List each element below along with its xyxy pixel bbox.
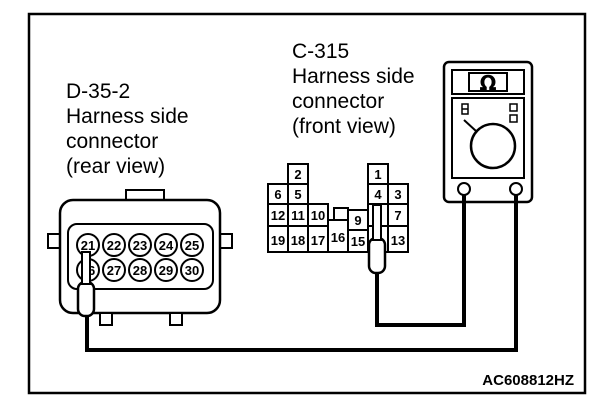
right-connector-pin-labels: 2 6 5 12 11 10 19 18 17 16 9 15 1 4 3 7 … — [271, 167, 405, 249]
pin-label: 4 — [374, 187, 382, 202]
pin-label: 11 — [291, 208, 305, 223]
right-connector-label-line2: Harness side — [292, 65, 415, 88]
pin-label: 24 — [159, 238, 174, 253]
pin-label: 23 — [133, 238, 147, 253]
left-probe-icon — [76, 251, 96, 318]
pin-label: 9 — [354, 213, 361, 228]
pin-label: 28 — [133, 263, 147, 278]
pin-label: 19 — [271, 233, 285, 248]
pin-label: 10 — [311, 208, 325, 223]
left-connector-id: D-35-2 — [66, 80, 130, 103]
left-connector: 21 22 23 24 25 26 27 28 29 30 — [47, 189, 233, 326]
pin-label: 18 — [291, 233, 305, 248]
meter-unit-symbol: Ω — [479, 71, 496, 95]
pin-label: 16 — [331, 230, 345, 245]
pin-label: 5 — [294, 187, 301, 202]
left-connector-label-line4: (rear view) — [66, 155, 165, 178]
test-leads — [85, 195, 518, 352]
pin-label: 17 — [311, 233, 325, 248]
pin-label: 1 — [374, 167, 381, 182]
pin-label: 7 — [394, 208, 401, 223]
pin-label: 15 — [351, 234, 365, 249]
pin-label: 30 — [185, 263, 199, 278]
diagram-frame — [27, 12, 587, 395]
pin-label: 22 — [107, 238, 121, 253]
left-connector-label-line2: Harness side — [66, 105, 189, 128]
figure-code: AC608812HZ — [482, 372, 574, 389]
right-connector-label-line4: (front view) — [292, 115, 396, 138]
pin-label: 21 — [81, 238, 95, 253]
pin-label: 13 — [391, 233, 405, 248]
pin-label: 25 — [185, 238, 199, 253]
pin-label: 12 — [271, 208, 285, 223]
pin-label: 6 — [274, 187, 281, 202]
right-connector-id: C-315 — [292, 40, 349, 63]
right-probe-icon — [367, 204, 387, 275]
right-connector — [267, 163, 409, 253]
right-connector-label-line3: connector — [292, 90, 384, 113]
pin-label: 2 — [294, 167, 301, 182]
pin-label: 3 — [394, 187, 401, 202]
pin-label: 29 — [159, 263, 173, 278]
left-connector-label-line3: connector — [66, 130, 158, 153]
pin-label: 27 — [107, 263, 121, 278]
ohmmeter-icon: Ω — [442, 60, 534, 204]
